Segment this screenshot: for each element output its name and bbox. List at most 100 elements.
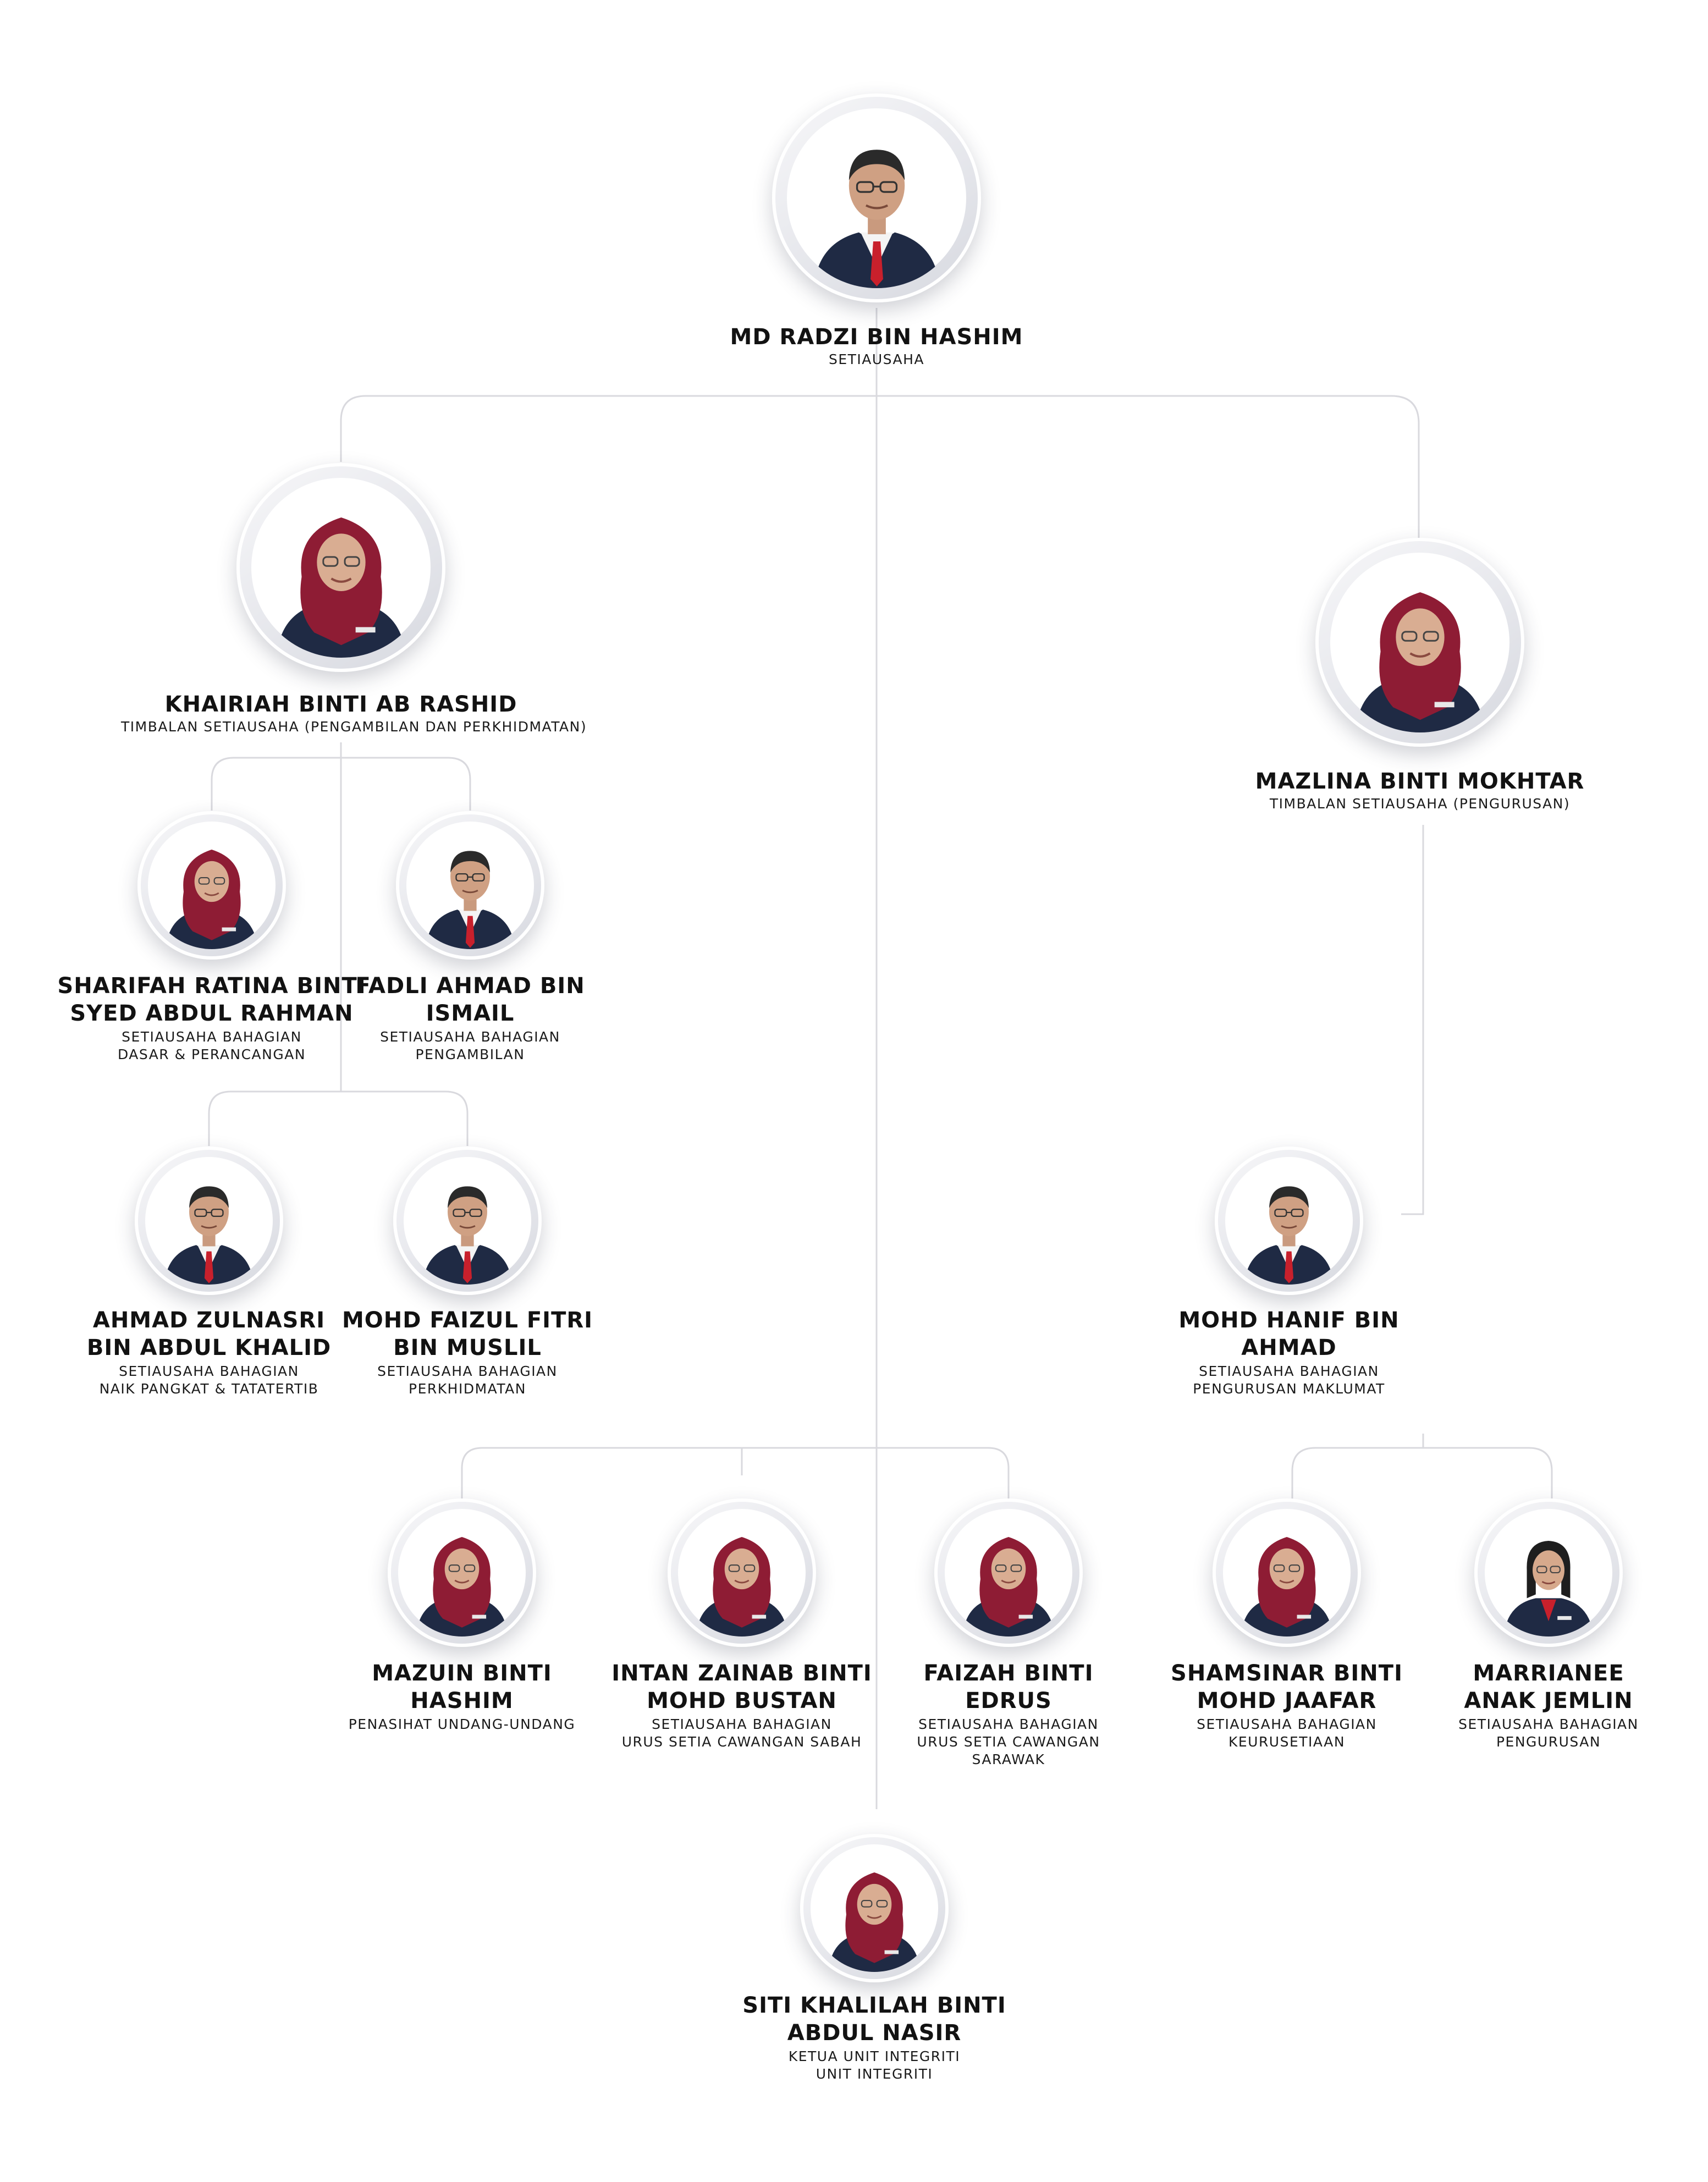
person-name: MOHD FAIZUL FITRI — [341, 1308, 593, 1333]
profile-photo[interactable] — [668, 1498, 816, 1647]
person-title: URUS SETIA CAWANGAN SABAH — [621, 1734, 862, 1750]
bottom-right-connector — [1291, 1447, 1553, 1498]
person-title: SARAWAK — [972, 1751, 1045, 1767]
person-name: FADLI AHMAD BIN — [355, 973, 585, 999]
profile-photo[interactable] — [135, 1147, 283, 1295]
woman-hijab-portrait-icon — [962, 1537, 1055, 1636]
person-name: INTAN ZAINAB BINTI — [611, 1661, 872, 1686]
person-name: EDRUS — [965, 1688, 1052, 1713]
woman-hijab-portrait-icon — [166, 850, 258, 949]
profile-photo[interactable] — [396, 811, 544, 960]
person-name: MD RADZI BIN HASHIM — [730, 324, 1023, 350]
man-portrait-icon — [425, 851, 515, 949]
person-title: SETIAUSAHA BAHAGIAN — [918, 1716, 1099, 1732]
profile-photo[interactable] — [772, 93, 981, 302]
person-name: MAZLINA BINTI MOKHTAR — [1255, 769, 1585, 794]
man-portrait-icon — [1244, 1186, 1334, 1285]
person-name: MAZUIN BINTI — [372, 1661, 552, 1686]
person-title: PENASIHAT UNDANG-UNDANG — [348, 1716, 576, 1732]
man-portrait-icon — [814, 150, 940, 288]
person-title: UNIT INTEGRITI — [816, 2066, 933, 2082]
person-name: SHARIFAH RATINA BINTI — [57, 973, 366, 999]
person-name: KHAIRIAH BINTI AB RASHID — [164, 692, 517, 717]
person-title: SETIAUSAHA BAHAGIAN — [1199, 1363, 1379, 1379]
man-portrait-icon — [164, 1186, 254, 1285]
person-title: DASAR & PERANCANGAN — [117, 1046, 306, 1062]
profile-photo[interactable] — [1474, 1498, 1623, 1647]
person-label: MAZLINA BINTI MOKHTAR TIMBALAN SETIAUSAHA… — [1200, 768, 1640, 813]
woman-hijab-portrait-icon — [1355, 592, 1485, 732]
person-name: MOHD HANIF BIN — [1178, 1308, 1400, 1333]
woman-hijab-portrait-icon — [416, 1537, 508, 1636]
person-title: TIMBALAN SETIAUSAHA (PENGAMBILAN DAN PER… — [121, 719, 587, 735]
person-name: ABDUL NASIR — [787, 2020, 962, 2046]
person-title: PENGURUSAN MAKLUMAT — [1193, 1381, 1385, 1397]
person-name: SYED ABDUL RAHMAN — [70, 1001, 354, 1026]
woman-hijab-portrait-icon — [276, 517, 406, 658]
person-title: SETIAUSAHA BAHAGIAN — [652, 1716, 832, 1732]
person-title: KEURUSETIAAN — [1228, 1734, 1346, 1750]
person-name: SHAMSINAR BINTI — [1171, 1661, 1403, 1686]
person-title: PENGAMBILAN — [415, 1046, 525, 1062]
woman-hijab-portrait-icon — [828, 1872, 921, 1972]
profile-photo[interactable] — [137, 811, 286, 960]
person-name: SITI KHALILAH BINTI — [742, 1993, 1006, 2018]
person-title: KETUA UNIT INTEGRITI — [788, 2048, 961, 2064]
profile-photo[interactable] — [1315, 538, 1524, 747]
person-title: SETIAUSAHA BAHAGIAN — [1458, 1716, 1639, 1732]
woman-hijab-portrait-icon — [696, 1537, 788, 1636]
mazlina-down-connector — [1401, 825, 1424, 1215]
profile-photo[interactable] — [1213, 1498, 1361, 1647]
person-title: SETIAUSAHA BAHAGIAN — [377, 1363, 558, 1379]
person-name: MOHD JAAFAR — [1197, 1688, 1377, 1713]
person-title: SETIAUSAHA BAHAGIAN — [119, 1363, 299, 1379]
person-label: KHAIRIAH BINTI AB RASHID TIMBALAN SETIAUS… — [121, 691, 587, 736]
person-name: HASHIM — [410, 1688, 514, 1713]
woman-hijab-portrait-icon — [1241, 1537, 1333, 1636]
bottom-center-connector — [461, 1447, 1010, 1498]
person-name: AHMAD ZULNASRI — [92, 1308, 326, 1333]
person-title: SETIAUSAHA — [828, 351, 925, 367]
person-name: BIN ABDUL KHALID — [86, 1335, 332, 1360]
person-name: AHMAD — [1241, 1335, 1337, 1360]
person-name: MARRIANEE — [1473, 1661, 1624, 1686]
person-title: PENGURUSAN — [1496, 1734, 1601, 1750]
person-title: PERKHIDMATAN — [409, 1381, 526, 1397]
profile-photo[interactable] — [393, 1147, 542, 1295]
person-name: BIN MUSLIL — [393, 1335, 542, 1360]
profile-photo[interactable] — [1215, 1147, 1363, 1295]
person-title: SETIAUSAHA BAHAGIAN — [122, 1029, 302, 1045]
profile-photo[interactable] — [934, 1498, 1083, 1647]
person-name: MOHD BUSTAN — [647, 1688, 837, 1713]
man-portrait-icon — [422, 1186, 513, 1285]
person-title: TIMBALAN SETIAUSAHA (PENGURUSAN) — [1269, 796, 1571, 812]
woman-portrait-icon — [1503, 1541, 1594, 1636]
person-name: ANAK JEMLIN — [1464, 1688, 1633, 1713]
person-title: NAIK PANGKAT & TATATERTIB — [99, 1381, 319, 1397]
person-name: FAIZAH BINTI — [923, 1661, 1094, 1686]
person-title: SETIAUSAHA BAHAGIAN — [380, 1029, 560, 1045]
left-branch-connector — [340, 395, 366, 462]
profile-photo[interactable] — [236, 463, 445, 672]
group2-children-connector — [208, 1090, 469, 1146]
right-branch-connector — [1391, 395, 1420, 538]
profile-photo[interactable] — [388, 1498, 536, 1647]
person-title: SETIAUSAHA BAHAGIAN — [1197, 1716, 1377, 1732]
profile-photo[interactable] — [800, 1834, 949, 1982]
person-name: ISMAIL — [426, 1001, 515, 1026]
person-title: URUS SETIA CAWANGAN — [917, 1734, 1100, 1750]
